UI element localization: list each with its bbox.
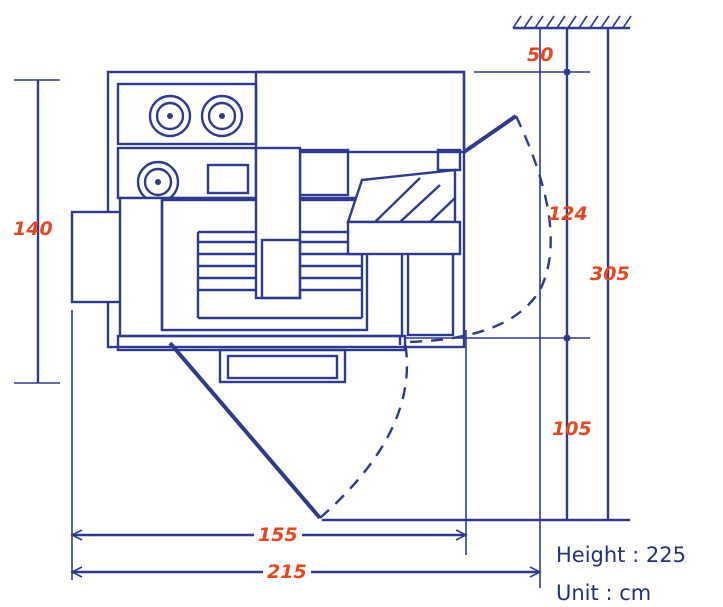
height-value: 225 [645, 543, 686, 567]
unit-separator: : [605, 581, 613, 605]
front-clearance-label: 105 [552, 418, 592, 440]
vertical-dimension-lines [322, 28, 630, 522]
total-height-label: 305 [590, 263, 630, 285]
machine-outline [70, 70, 466, 384]
height-separator: : [632, 543, 640, 567]
width-dimension-lines [70, 310, 542, 588]
ceiling-gap-label: 50 [527, 44, 554, 66]
unit-value: cm [619, 581, 652, 605]
machine-depth-label: 140 [13, 218, 53, 240]
unit-label: Unit [556, 581, 599, 605]
total-width-label: 215 [263, 563, 311, 582]
unit-info: Unit : cm [556, 583, 651, 604]
height-label: Height [556, 543, 626, 567]
door-depth-label: 124 [548, 203, 588, 225]
ceiling-hatch [512, 15, 632, 30]
machine-width-label: 155 [254, 526, 302, 545]
height-info: Height : 225 [556, 545, 686, 566]
door-swing [168, 114, 552, 520]
depth-dimension-line [14, 79, 60, 384]
